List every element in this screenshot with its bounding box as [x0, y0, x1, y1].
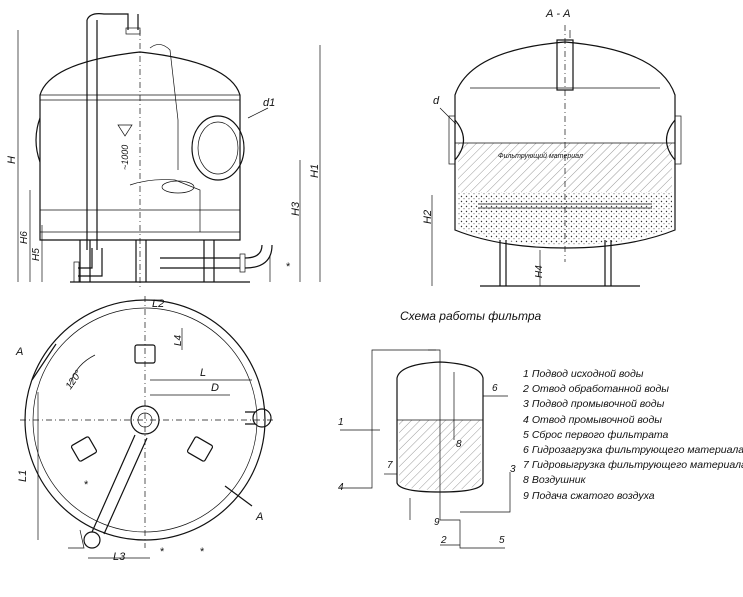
callout-3: 3	[510, 464, 516, 475]
scheme-labels: Схема работы фильтра 1 2 3 4 5 6 7 8 9	[338, 309, 542, 546]
callout-4: 4	[338, 482, 344, 493]
label-h1: H1	[309, 164, 321, 178]
label-l2: L2	[152, 298, 164, 310]
label-h3: H3	[290, 201, 302, 216]
legend-text: Гидрозагрузка фильтрующего материала	[531, 443, 743, 456]
scheme-diagram	[340, 349, 511, 549]
callout-5: 5	[499, 535, 505, 546]
legend-text: Сброс первого фильтрата	[531, 428, 669, 441]
label-h2: H2	[422, 210, 434, 224]
legend-text: Воздушник	[531, 474, 586, 487]
label-h: H	[6, 156, 18, 164]
callout-2: 2	[440, 535, 447, 546]
label-d1: d1	[263, 97, 275, 109]
section-a-a	[431, 25, 682, 287]
label-filter-media: Фильтрующий материал	[498, 152, 583, 160]
legend-text: Отвод промывочной воды	[531, 413, 662, 426]
label-h5: H5	[31, 248, 42, 261]
label-l4: L4	[173, 334, 184, 346]
legend-text: Отвод обработанной воды	[531, 383, 669, 396]
legend-text: Подача сжатого воздуха	[531, 489, 655, 502]
legend-text: Подвод исходной воды	[531, 368, 644, 380]
front-view	[17, 13, 321, 290]
legend-num: 4	[523, 413, 529, 426]
label-l: L	[200, 367, 206, 379]
label-h4: H4	[534, 265, 545, 278]
legend-text: Гидровыгрузка фильтрующего материала	[531, 459, 743, 472]
label-a-right: A	[255, 511, 263, 523]
plan-view	[20, 296, 275, 559]
scheme-title: Схема работы фильтра	[400, 309, 542, 323]
legend-num: 5	[523, 428, 529, 441]
callout-6: 6	[492, 383, 498, 394]
label-angle: 120°	[64, 368, 85, 391]
legend-num: 7	[523, 459, 529, 472]
section-a-a-labels: А - А d H2 H4 Фильтрующий материал	[422, 8, 583, 278]
label-l1: L1	[17, 470, 29, 482]
label-star-2: *	[160, 546, 165, 558]
legend-num: 2	[523, 383, 529, 396]
legend-text: Подвод промывочной воды	[531, 398, 665, 411]
plan-view-labels: A A 120° L D L1 L2 L3 L4 * * *	[15, 298, 263, 563]
label-d-section: d	[433, 95, 440, 107]
legend-num: 8	[523, 474, 529, 487]
label-star-front: *	[286, 261, 291, 273]
legend-num: 3	[523, 398, 529, 411]
label-a-left: A	[15, 346, 23, 358]
label-dim-1000: ~1000	[120, 145, 130, 170]
callout-9: 9	[434, 517, 440, 528]
legend-num: 1	[523, 368, 529, 380]
legend-num: 9	[523, 489, 529, 502]
front-view-labels: H H6 H5 H1 H3 d1 ~1000 *	[6, 97, 321, 273]
callout-7: 7	[387, 460, 393, 471]
label-l3: L3	[113, 551, 126, 563]
label-h6: H6	[19, 231, 30, 244]
callout-1: 1	[338, 417, 344, 428]
label-star-3: *	[200, 546, 205, 558]
legend-num: 6	[523, 443, 529, 456]
section-title: А - А	[545, 8, 570, 20]
label-star-1: *	[84, 479, 89, 491]
callout-8: 8	[456, 439, 462, 450]
label-d-plan: D	[211, 382, 219, 394]
